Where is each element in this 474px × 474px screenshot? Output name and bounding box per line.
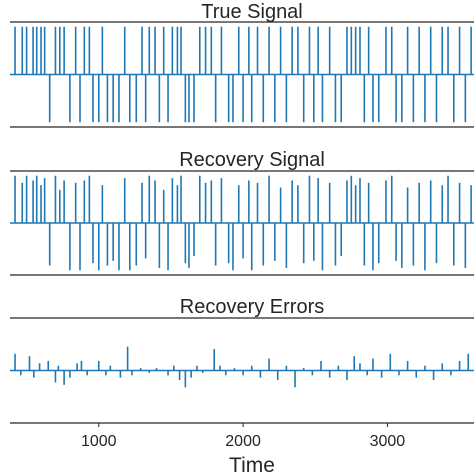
panel-2: Recovery Signal (10, 149, 474, 276)
x-axis-label: Time (229, 454, 275, 474)
x-tick-label: 2000 (225, 433, 261, 450)
x-tick-label: 1000 (81, 433, 117, 450)
panel-title: Recovery Errors (180, 296, 324, 318)
panel-title: True Signal (201, 1, 303, 23)
panel-1: True Signal (10, 1, 474, 128)
panel-3: Recovery Errors (10, 296, 474, 424)
x-tick-label: 3000 (370, 433, 406, 450)
panel-title: Recovery Signal (179, 149, 325, 171)
x-axis: 1000 2000 3000 (81, 423, 405, 450)
